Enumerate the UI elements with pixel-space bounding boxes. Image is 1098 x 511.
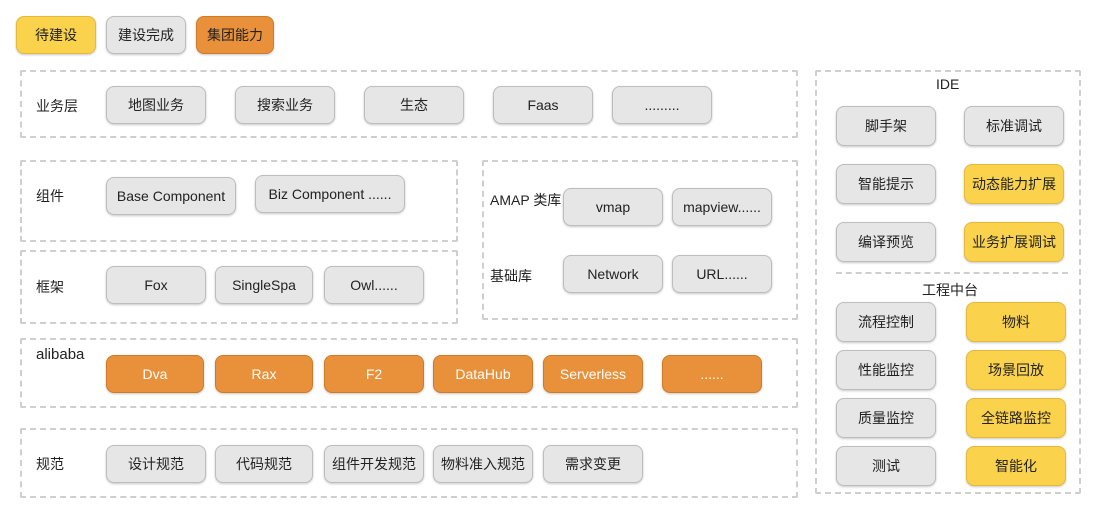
platform-item: 质量监控 (836, 398, 936, 438)
alibaba-item: Dva (106, 355, 204, 393)
standards-label: 规范 (36, 456, 64, 472)
legend-done: 建设完成 (106, 16, 186, 54)
standard-item: 物料准入规范 (433, 445, 533, 483)
amap-item: mapview...... (672, 188, 772, 226)
ide-item: 动态能力扩展 (964, 164, 1064, 204)
standards-panel (20, 428, 798, 498)
business-item: 搜索业务 (235, 86, 335, 124)
alibaba-item: DataHub (433, 355, 533, 393)
ide-item: 智能提示 (836, 164, 936, 204)
components-panel (20, 160, 458, 242)
platform-item: 全链路监控 (966, 398, 1066, 438)
framework-label: 框架 (36, 279, 64, 295)
platform-item: 流程控制 (836, 302, 936, 342)
business-layer-panel (20, 70, 798, 138)
amap-label: AMAP 类库 (490, 192, 562, 208)
legend-pending: 待建设 (16, 16, 96, 54)
business-item: 地图业务 (106, 86, 206, 124)
ide-platform-panel (815, 70, 1081, 494)
alibaba-panel (20, 338, 798, 408)
base-lib-item: Network (563, 255, 663, 293)
standard-item: 组件开发规范 (324, 445, 424, 483)
platform-title: 工程中台 (922, 282, 978, 298)
base-lib-item: URL...... (672, 255, 772, 293)
business-item: Faas (493, 86, 593, 124)
ide-item: 脚手架 (836, 106, 936, 146)
ide-separator (836, 272, 1068, 274)
ide-item: 业务扩展调试 (964, 222, 1064, 262)
business-layer-label: 业务层 (36, 98, 78, 114)
business-item: 生态 (364, 86, 464, 124)
component-item: Biz Component ...... (255, 175, 405, 213)
platform-item: 智能化 (966, 446, 1066, 486)
framework-panel (20, 250, 458, 324)
framework-item: Fox (106, 266, 206, 304)
alibaba-label: alibaba (36, 346, 85, 363)
ide-item: 标准调试 (964, 106, 1064, 146)
business-item: ......... (612, 86, 712, 124)
platform-item: 性能监控 (836, 350, 936, 390)
standard-item: 需求变更 (543, 445, 643, 483)
platform-item: 测试 (836, 446, 936, 486)
alibaba-item: Rax (215, 355, 313, 393)
ide-item: 编译预览 (836, 222, 936, 262)
alibaba-item: F2 (324, 355, 424, 393)
amap-item: vmap (563, 188, 663, 226)
base-lib-label: 基础库 (490, 268, 532, 284)
components-label: 组件 (36, 188, 64, 204)
standard-item: 代码规范 (215, 445, 313, 483)
alibaba-item: ...... (662, 355, 762, 393)
component-item: Base Component (106, 177, 236, 215)
framework-item: SingleSpa (215, 266, 313, 304)
ide-title: IDE (936, 76, 960, 92)
platform-item: 场景回放 (966, 350, 1066, 390)
library-panel (482, 160, 798, 320)
standard-item: 设计规范 (106, 445, 206, 483)
platform-item: 物料 (966, 302, 1066, 342)
legend-group: 集团能力 (196, 16, 274, 54)
framework-item: Owl...... (324, 266, 424, 304)
alibaba-item: Serverless (543, 355, 643, 393)
